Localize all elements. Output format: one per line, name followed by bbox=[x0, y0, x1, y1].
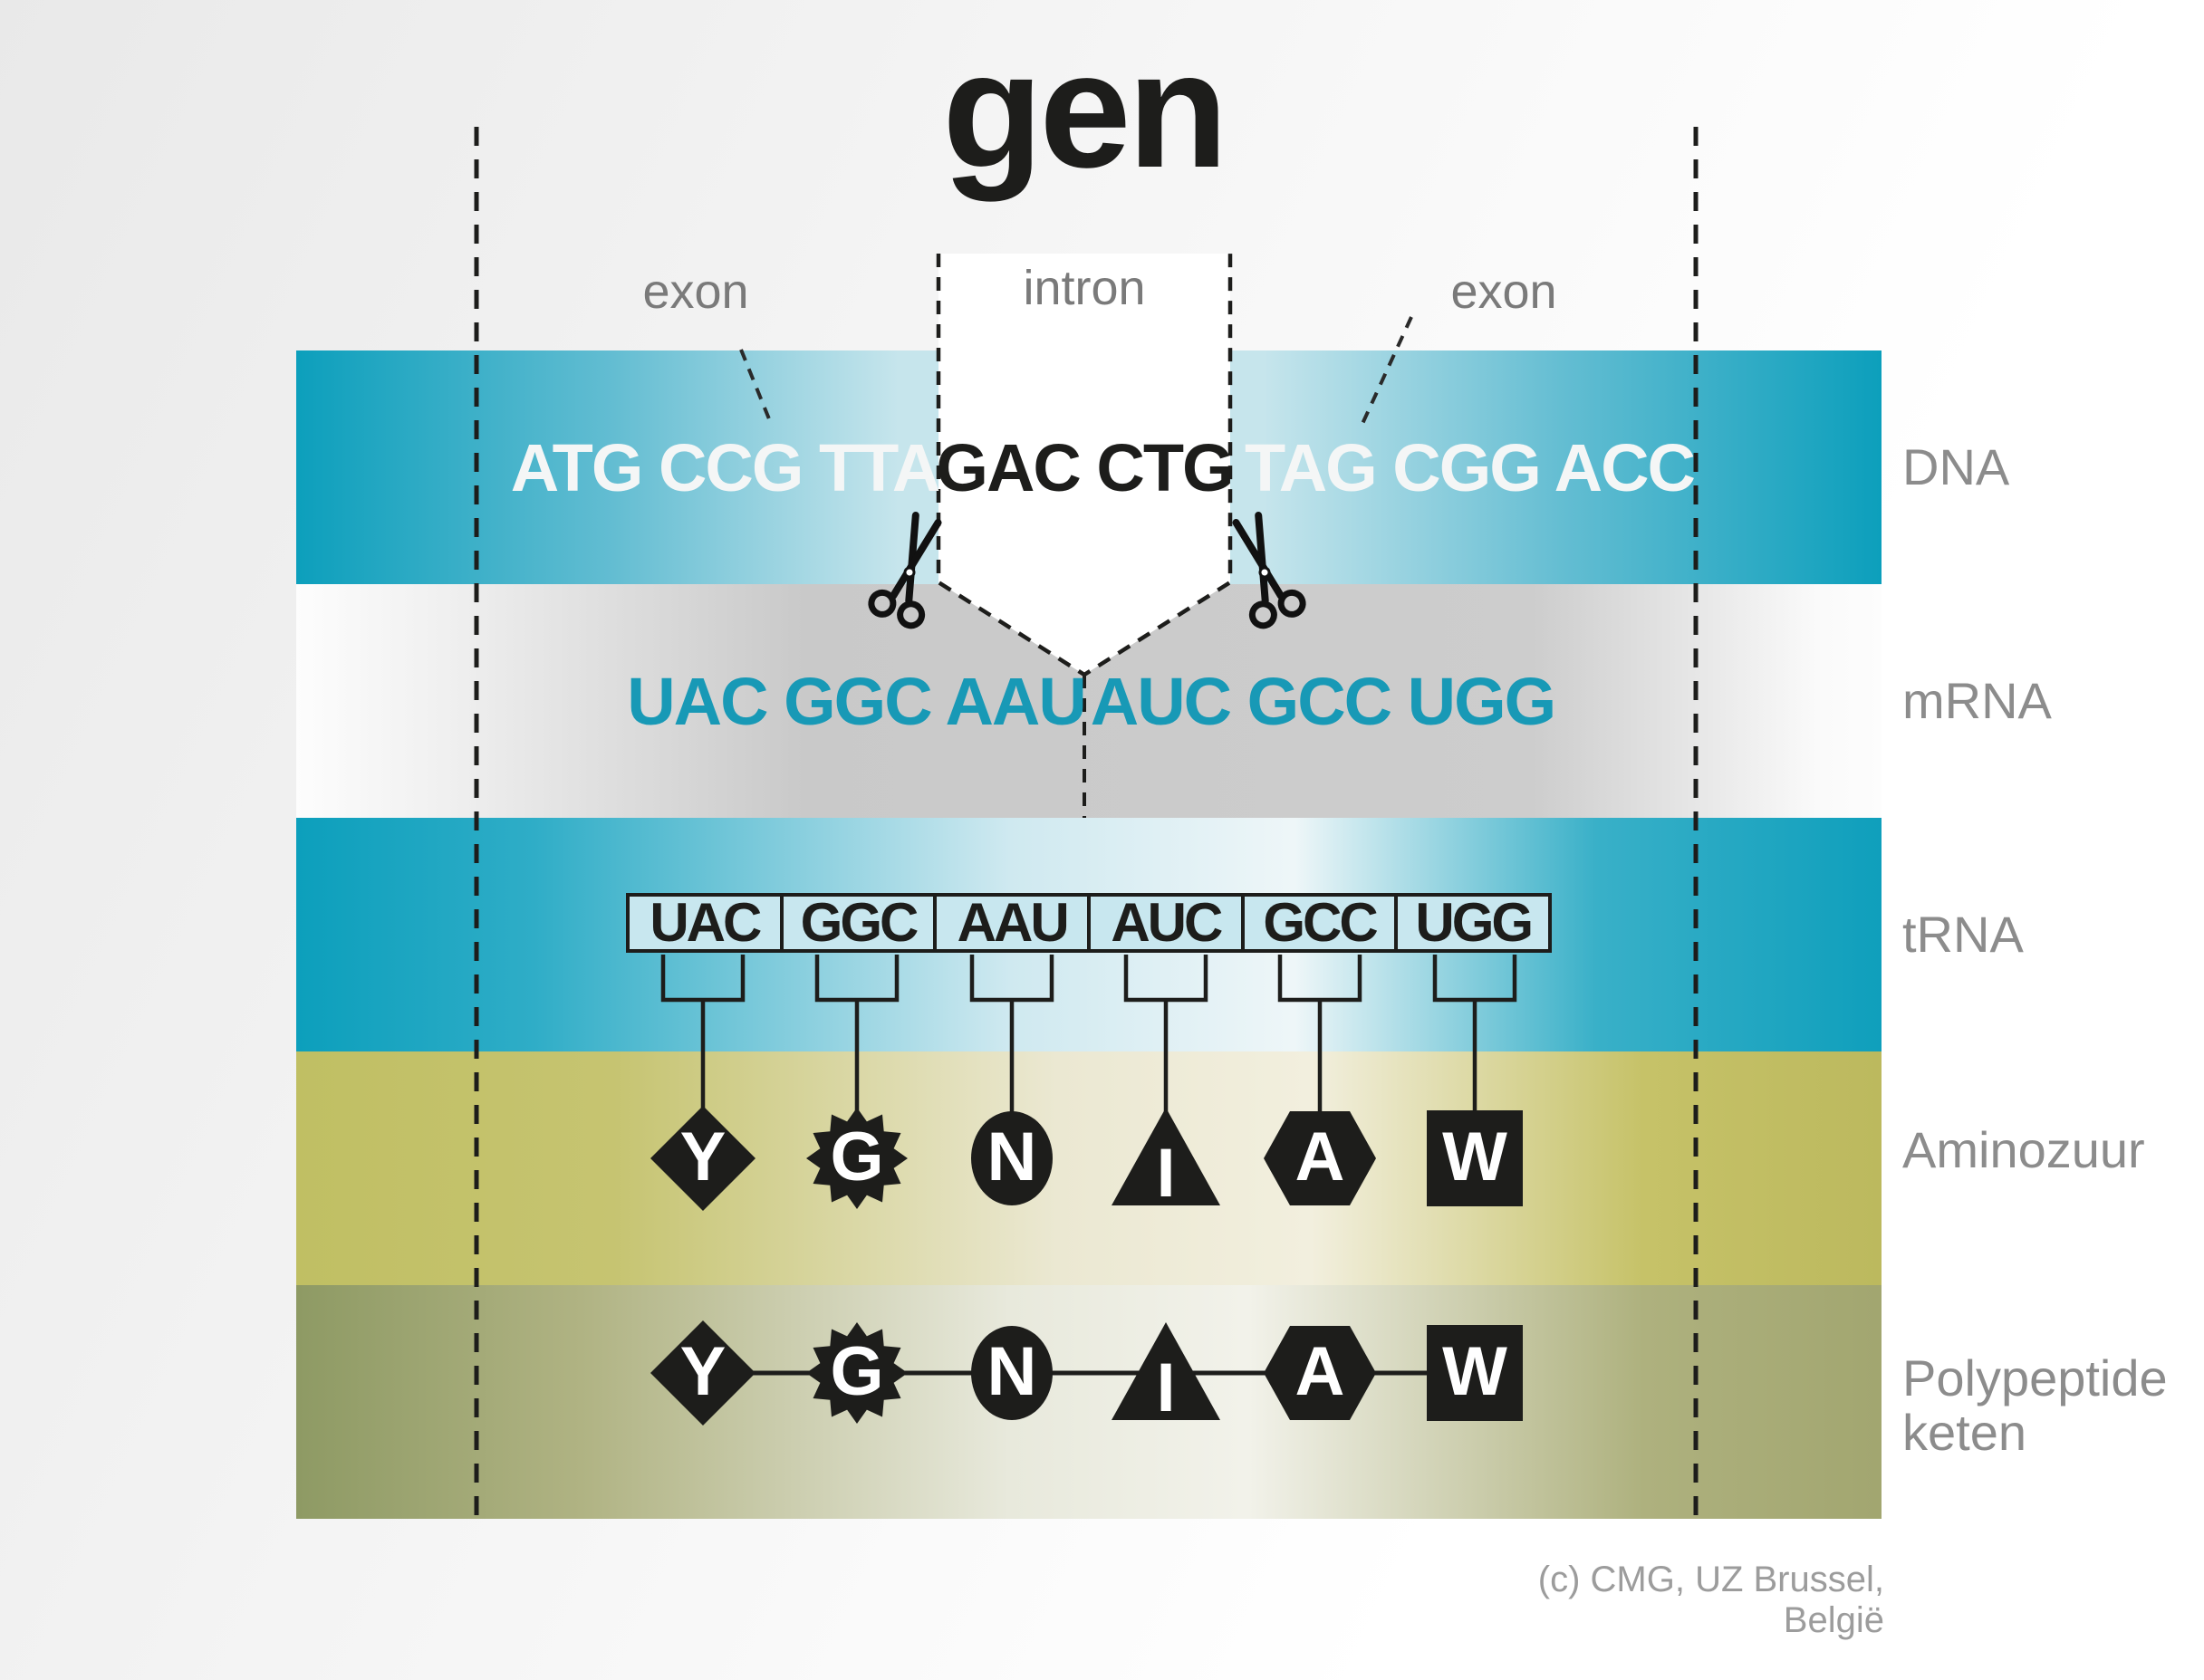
dna-exon1-sequence: ATG CCG TTA bbox=[510, 430, 941, 505]
exon-right-label: exon bbox=[1450, 264, 1557, 319]
row-label-polypeptide-line2: keten bbox=[1902, 1404, 2026, 1461]
page-title: gen bbox=[942, 17, 1228, 202]
row-label-polypeptide: Polypeptide keten bbox=[1902, 1351, 2168, 1460]
trna-codon: AUC bbox=[1091, 896, 1245, 950]
dna-intron-sequence: GAC CTG bbox=[936, 430, 1234, 505]
row-label-polypeptide-line1: Polypeptide bbox=[1902, 1349, 2168, 1406]
trna-codon: UAC bbox=[630, 896, 784, 950]
trna-codon-row: UAC GGC AAU AUC GCC UGG bbox=[626, 893, 1552, 953]
row-label-dna: DNA bbox=[1902, 438, 2010, 495]
row-label-trna: tRNA bbox=[1902, 906, 2024, 963]
dna-exon2-sequence: TAG CGG ACC bbox=[1245, 430, 1696, 505]
row-label-mrna: mRNA bbox=[1902, 672, 2052, 729]
mrna-band bbox=[296, 584, 1882, 818]
trna-codon: UGG bbox=[1415, 892, 1534, 953]
intron-label: intron bbox=[1023, 261, 1146, 315]
row-label-aminozuur: Aminozuur bbox=[1902, 1121, 2145, 1178]
trna-codon: GGC bbox=[784, 896, 938, 950]
mrna-sequence-right: AUC GCC UGG bbox=[1090, 664, 1556, 739]
copyright-text: (c) CMG, UZ Brussel, België bbox=[1537, 1560, 1884, 1640]
aminoacid-band bbox=[296, 1051, 1882, 1285]
mrna-sequence-left: UAC GGC AAU bbox=[627, 664, 1087, 739]
trna-codon: GCC bbox=[1245, 896, 1399, 950]
trna-codon: AAU bbox=[937, 896, 1092, 950]
exon-left-label: exon bbox=[642, 264, 749, 319]
polypeptide-band bbox=[296, 1285, 1882, 1519]
